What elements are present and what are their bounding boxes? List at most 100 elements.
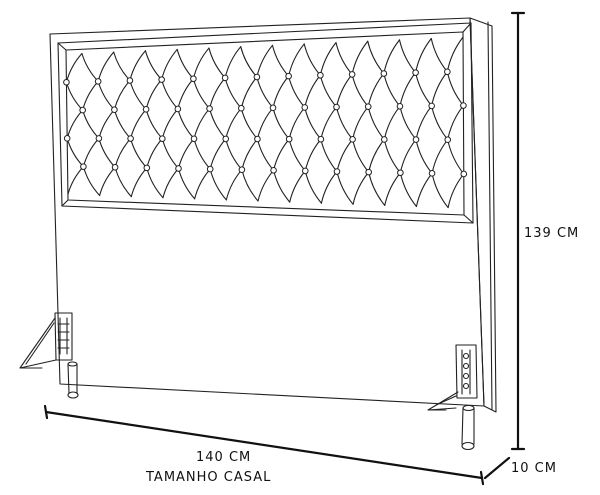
tufting-seam xyxy=(224,46,242,79)
tufting-button xyxy=(221,74,229,82)
tufting-seam xyxy=(256,138,275,171)
tufting-button xyxy=(175,165,182,172)
tufting-pattern xyxy=(63,36,468,209)
tufting-seam xyxy=(224,77,242,109)
tufting-button xyxy=(254,135,261,143)
tufting-seam xyxy=(367,72,385,108)
tufting-seam xyxy=(320,138,338,173)
tufting-button xyxy=(94,78,102,85)
tufting-seam xyxy=(256,76,274,109)
tufting-seam xyxy=(82,166,101,197)
tufting-seam xyxy=(415,72,433,107)
tufting-button xyxy=(206,105,213,112)
left-foot xyxy=(67,361,79,399)
tufting-seam xyxy=(336,138,354,173)
tufting-seam xyxy=(65,52,83,83)
tufting-button xyxy=(159,135,166,142)
tufting-seam xyxy=(289,170,306,203)
tufting-button xyxy=(349,136,356,143)
tufting-seam xyxy=(430,37,448,73)
tufting-seam xyxy=(383,138,401,174)
tufting-seam xyxy=(98,109,115,139)
tufting-seam xyxy=(288,43,305,77)
tufting-button xyxy=(63,78,70,86)
tufting-seam xyxy=(272,75,290,109)
tufting-button xyxy=(444,68,451,76)
tufting-seam xyxy=(447,173,465,209)
tufting-seam xyxy=(288,75,306,108)
tufting-seam xyxy=(177,167,196,200)
tufting-button xyxy=(80,163,87,170)
tufting-seam xyxy=(240,76,258,109)
tufting-seam xyxy=(97,51,115,82)
tufting-button xyxy=(143,164,151,172)
tufting-seam xyxy=(176,48,194,80)
tufting-seam xyxy=(415,105,433,141)
depth-dimension-line xyxy=(483,456,511,480)
tufting-seam xyxy=(352,138,370,173)
tufting-seam xyxy=(161,79,179,110)
tufting-seam xyxy=(193,138,211,170)
tufting-seam xyxy=(81,52,99,82)
tufting-seam xyxy=(447,139,465,175)
tufting-button xyxy=(412,136,420,143)
tufting-seam xyxy=(129,79,147,110)
tufting-seam xyxy=(177,78,194,110)
tufting-button xyxy=(253,73,261,81)
tufting-seam xyxy=(192,47,210,80)
height-label: 139 CM xyxy=(524,226,580,241)
tufting-button xyxy=(380,70,388,77)
tufting-button xyxy=(174,105,182,113)
tufting-button xyxy=(158,76,165,83)
tufting-seam xyxy=(97,80,115,111)
height-dimension-line xyxy=(510,11,526,451)
tufting-seam xyxy=(320,106,338,140)
tufting-button xyxy=(301,167,309,175)
tufting-seam xyxy=(304,138,322,172)
tufting-button xyxy=(444,136,452,143)
tufting-button xyxy=(190,75,197,83)
tufting-button xyxy=(206,165,214,173)
tufting-seam xyxy=(304,74,321,108)
tufting-button xyxy=(428,170,436,177)
tufting-seam xyxy=(225,169,243,201)
tufting-seam xyxy=(415,172,433,208)
tufting-seam xyxy=(335,106,354,140)
tufting-seam xyxy=(225,107,242,140)
tufting-seam xyxy=(66,137,84,168)
tufting-button xyxy=(317,135,325,143)
tufting-seam xyxy=(351,73,369,108)
tufting-seam xyxy=(82,109,100,139)
tufting-seam xyxy=(161,138,180,170)
tufting-button xyxy=(142,106,150,113)
tufting-button xyxy=(95,135,103,142)
tufting-seam xyxy=(161,108,179,140)
tufting-seam xyxy=(209,108,227,140)
tufting-seam xyxy=(446,36,464,73)
tufting-seam xyxy=(447,104,464,141)
tufting-seam xyxy=(399,105,417,141)
tufting-button xyxy=(460,170,468,178)
tufting-button xyxy=(269,104,277,112)
tufting-seam xyxy=(82,80,99,111)
tufting-seam xyxy=(431,139,449,174)
tufting-button xyxy=(190,135,198,143)
tufting-seam xyxy=(145,108,163,140)
tufting-seam xyxy=(241,138,259,171)
tufting-seam xyxy=(320,170,338,204)
tufted-panel-frame xyxy=(57,22,474,224)
tufting-button xyxy=(381,136,388,143)
tufting-button xyxy=(238,166,246,173)
tufting-seam xyxy=(352,106,369,140)
tufting-seam xyxy=(130,167,148,198)
tufting-seam xyxy=(431,105,449,141)
depth-label: 10 CM xyxy=(511,461,557,476)
tufting-seam xyxy=(146,138,163,169)
tufting-button xyxy=(285,72,292,80)
tufting-seam xyxy=(145,79,163,110)
tufting-button xyxy=(396,103,404,110)
tufting-seam xyxy=(209,168,227,201)
tufting-seam xyxy=(98,137,116,168)
tufting-seam xyxy=(162,167,180,199)
right-mounting-bracket xyxy=(427,344,478,411)
